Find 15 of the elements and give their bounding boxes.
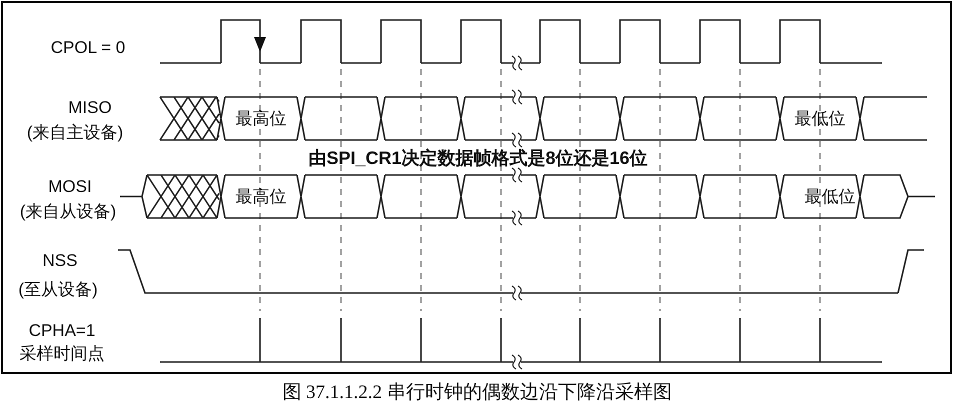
signal-description: (来自主设备) (26, 124, 124, 140)
signal-label: NSS (42, 252, 78, 268)
signal-label: CPHA=1 (28, 322, 96, 338)
signal-label: MISO (68, 98, 112, 116)
note-text: 由SPI_CR1决定数据帧格式是8位还是16位 (308, 149, 648, 167)
bit-label: 最低位 (804, 188, 856, 204)
bit-label: 最高位 (236, 188, 286, 204)
signal-description: 采样时间点 (20, 344, 104, 362)
signal-label: MOSI (48, 178, 92, 194)
bit-label: 最低位 (794, 110, 846, 126)
signal-label: CPOL = 0 (50, 38, 126, 56)
signal-description: (至从设备) (18, 280, 98, 298)
signal-description: (来自从设备) (20, 202, 116, 220)
caption: 图 37.1.1.2.2 串行时钟的偶数边沿下降沿采样图 (282, 382, 672, 402)
bit-label: 最高位 (236, 110, 286, 126)
